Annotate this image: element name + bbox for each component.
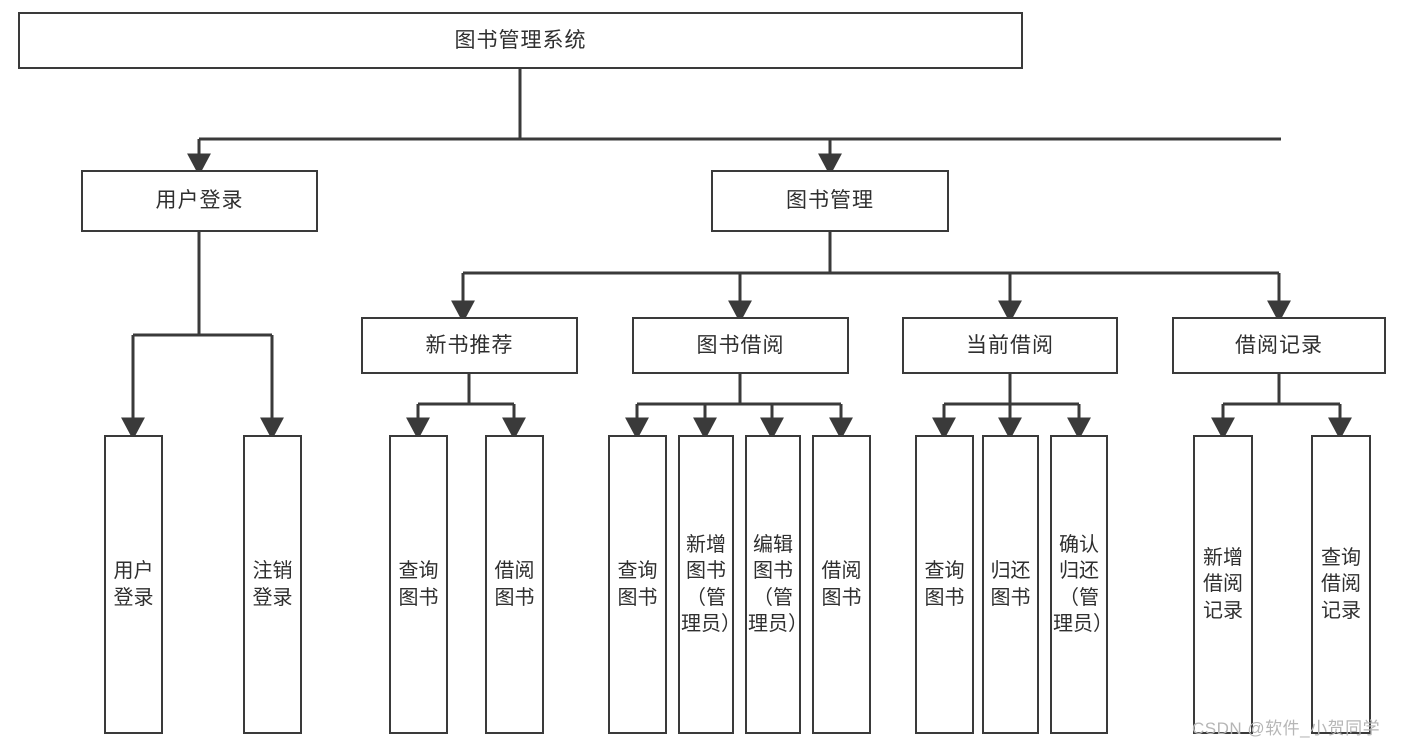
node-leaf-query-book-2[interactable]: 查询图书: [608, 435, 667, 734]
node-leaf-user-logout[interactable]: 注销登录: [243, 435, 302, 734]
node-current-borrow-label: 当前借阅: [966, 333, 1054, 357]
node-book-management[interactable]: 图书管理: [711, 170, 949, 232]
node-leaf-borrow-book-2-label: 借阅图书: [821, 560, 862, 609]
node-leaf-confirm-return[interactable]: 确认归还（管理员）: [1050, 435, 1108, 734]
node-leaf-query-book-3-label: 查询图书: [924, 560, 965, 609]
node-leaf-add-borrow-record-label: 新增借阅记录: [1203, 546, 1243, 622]
node-leaf-user-login-label: 用户登录: [113, 560, 154, 609]
node-leaf-user-logout-label: 注销登录: [252, 560, 293, 609]
node-borrow-record[interactable]: 借阅记录: [1172, 317, 1386, 374]
node-root[interactable]: 图书管理系统: [18, 12, 1023, 69]
node-leaf-add-borrow-record[interactable]: 新增借阅记录: [1193, 435, 1253, 734]
node-leaf-query-book-1-label: 查询图书: [398, 560, 439, 609]
node-leaf-query-book-2-label: 查询图书: [617, 560, 658, 609]
node-leaf-add-book[interactable]: 新增图书（管理员）: [678, 435, 734, 734]
node-leaf-query-book-1[interactable]: 查询图书: [389, 435, 448, 734]
node-leaf-query-borrow-record-label: 查询借阅记录: [1321, 546, 1361, 622]
node-leaf-edit-book-label: 编辑图书（管理员）: [748, 533, 799, 635]
node-leaf-confirm-return-label: 确认归还（管理员）: [1053, 533, 1108, 635]
node-user-login-label: 用户登录: [155, 189, 244, 213]
node-leaf-borrow-book-2[interactable]: 借阅图书: [812, 435, 871, 734]
node-leaf-return-book[interactable]: 归还图书: [982, 435, 1039, 734]
node-borrow-record-label: 借阅记录: [1235, 333, 1323, 357]
node-leaf-add-book-label: 新增图书（管理员）: [681, 533, 732, 635]
watermark-text: CSDN @软件_小贺同学: [1192, 719, 1381, 738]
node-leaf-query-book-3[interactable]: 查询图书: [915, 435, 974, 734]
node-new-book-recommend-label: 新书推荐: [425, 333, 514, 357]
node-new-book-recommend[interactable]: 新书推荐: [361, 317, 578, 374]
node-leaf-query-borrow-record[interactable]: 查询借阅记录: [1311, 435, 1371, 734]
node-leaf-borrow-book-1[interactable]: 借阅图书: [485, 435, 544, 734]
node-user-login[interactable]: 用户登录: [81, 170, 318, 232]
node-root-label: 图书管理系统: [454, 28, 587, 52]
node-leaf-user-login[interactable]: 用户登录: [104, 435, 163, 734]
node-book-management-label: 图书管理: [786, 189, 874, 213]
node-leaf-return-book-label: 归还图书: [990, 560, 1031, 609]
node-leaf-borrow-book-1-label: 借阅图书: [494, 560, 535, 609]
node-book-borrow-label: 图书借阅: [696, 333, 785, 357]
node-book-borrow[interactable]: 图书借阅: [632, 317, 849, 374]
node-leaf-edit-book[interactable]: 编辑图书（管理员）: [745, 435, 801, 734]
node-current-borrow[interactable]: 当前借阅: [902, 317, 1118, 374]
